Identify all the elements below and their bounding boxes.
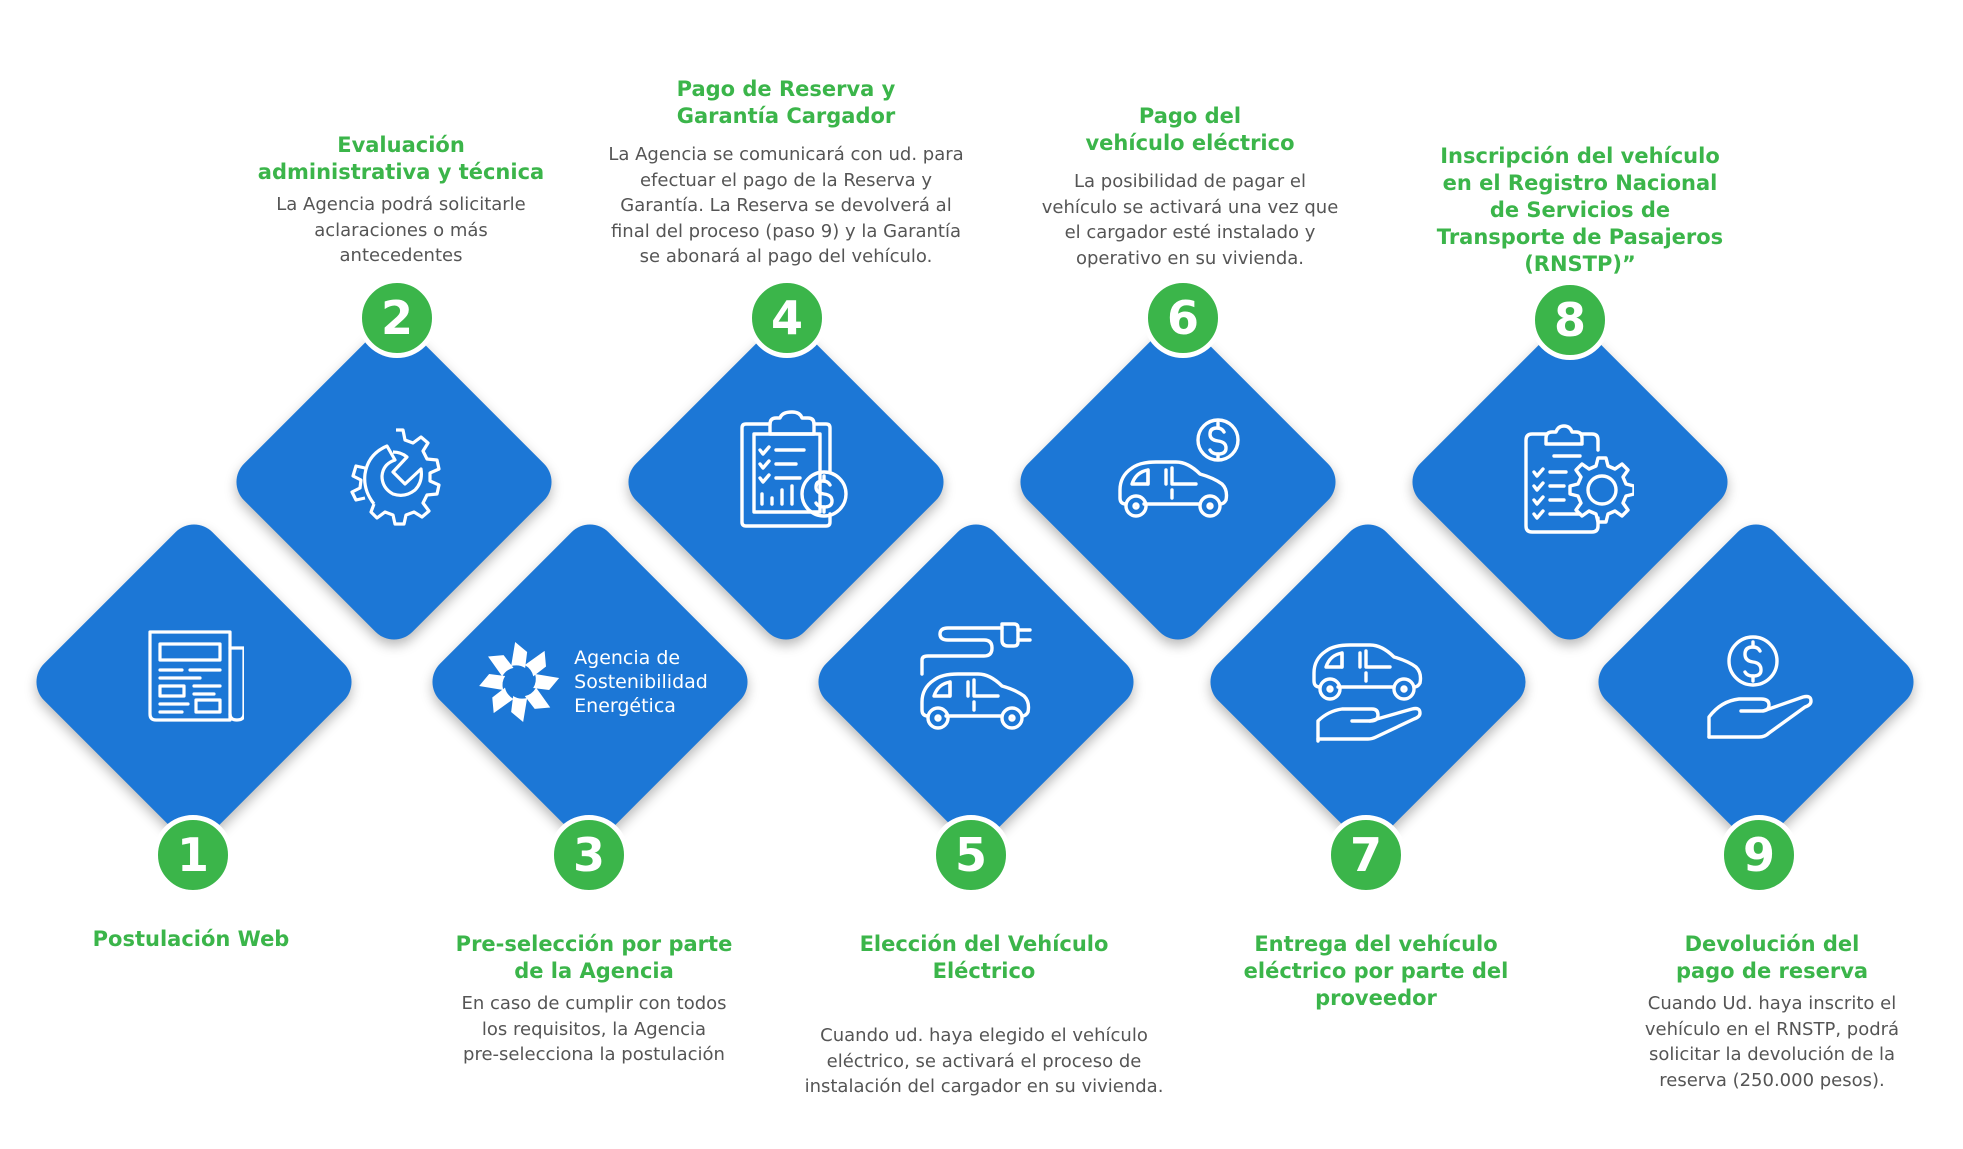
title-line: Pago del (1138, 104, 1242, 128)
agency-name-line: Energética (574, 695, 676, 717)
step-9-title: Devolución del pago de reserva (1612, 931, 1932, 985)
title-line: Transporte de Pasajeros (1436, 225, 1724, 249)
description-line: operativo en su vivienda. (1075, 247, 1305, 269)
title-line: proveedor (1315, 986, 1437, 1010)
step-4-title: Pago de Reserva y Garantía Cargador (586, 76, 986, 130)
title-line: de Servicios de (1489, 198, 1671, 222)
gear-wrench-icon (343, 424, 449, 530)
clipboard-dollar-icon (730, 410, 850, 530)
agency-logo: Agencia de Sostenibilidad Energética (476, 639, 708, 725)
description-line: aclaraciones o más (314, 219, 488, 241)
title-line: en el Registro Nacional (1442, 171, 1718, 195)
step-2-text: Evaluación administrativa y técnica La A… (251, 132, 551, 269)
title-line: Elección del Vehículo (859, 932, 1109, 956)
step-7-number-badge: 7 (1326, 815, 1406, 895)
clipboard-gear-icon (1518, 422, 1634, 538)
title-line: Inscripción del vehículo (1440, 144, 1720, 168)
step-6-description: La posibilidad de pagar el vehículo se a… (1010, 169, 1370, 271)
description-line: reserva (250.000 pesos). (1659, 1069, 1885, 1091)
title-line: pago de reserva (1675, 959, 1869, 983)
step-8-title: Inscripción del vehículo en el Registro … (1400, 143, 1760, 278)
step-6-number-badge: 6 (1143, 278, 1223, 358)
description-line: antecedentes (339, 245, 463, 266)
title-line: Pre-selección por parte (455, 932, 733, 956)
description-line: efectuar el pago de la Reserva y (639, 169, 933, 191)
title-line: Pago de Reserva y (676, 77, 896, 101)
title-line: Evaluación (337, 133, 465, 157)
newspaper-icon (144, 628, 244, 728)
description-line: solicitar la devolución de la (1648, 1044, 1896, 1065)
description-line: En caso de cumplir con todos (461, 993, 727, 1014)
step-9-description: Cuando Ud. haya inscrito el vehículo en … (1612, 991, 1932, 1093)
step-7-text: Entrega del vehículo eléctrico por parte… (1206, 931, 1546, 1012)
step-1-number-badge: 1 (153, 815, 233, 895)
step-5-text: Elección del Vehículo Eléctrico Cuando u… (774, 931, 1194, 1100)
title-line: Eléctrico (932, 959, 1036, 983)
step-5-description: Cuando ud. haya elegido el vehículo eléc… (774, 1023, 1194, 1100)
description-line: los requisitos, la Agencia (481, 1018, 707, 1040)
hand-dollar-icon (1707, 635, 1817, 739)
description-line: La posibilidad de pagar el (1074, 171, 1306, 192)
electric-car-plug-icon (918, 622, 1042, 734)
step-3-text: Pre-selección por parte de la Agencia En… (424, 931, 764, 1068)
title-line: Garantía Cargador (676, 104, 896, 128)
description-line: pre-selecciona la postulación (463, 1044, 725, 1065)
step-2-title: Evaluación administrativa y técnica (251, 132, 551, 186)
step-4-number-badge: 4 (747, 278, 827, 358)
agency-swirl-icon (479, 642, 560, 722)
step-7-title: Entrega del vehículo eléctrico por parte… (1206, 931, 1546, 1012)
step-2-description: La Agencia podrá solicitarle aclaracione… (251, 192, 551, 269)
step-1-title: Postulación Web (92, 927, 290, 951)
step-6-title: Pago del vehículo eléctrico (1010, 103, 1370, 157)
description-line: instalación del cargador en su vivienda. (804, 1076, 1164, 1097)
description-line: vehículo se activará una vez que (1041, 196, 1339, 218)
description-line: vehículo en el RNSTP, podrá (1644, 1018, 1900, 1040)
title-line: (RNSTP)” (1524, 252, 1636, 276)
step-3-title: Pre-selección por parte de la Agencia (424, 931, 764, 985)
description-line: La Agencia podrá solicitarle (276, 194, 526, 215)
step-9-text: Devolución del pago de reserva Cuando Ud… (1612, 931, 1932, 1093)
agency-name-line: Agencia de (574, 647, 681, 669)
title-line: Devolución del (1684, 932, 1860, 956)
car-hand-icon (1312, 631, 1432, 745)
step-3-number-badge: 3 (549, 815, 629, 895)
title-line: de la Agencia (514, 959, 674, 983)
step-4-text: Pago de Reserva y Garantía Cargador La A… (586, 76, 986, 270)
title-line: administrativa y técnica (257, 160, 545, 184)
description-line: final del proceso (paso 9) y la Garantía (610, 220, 962, 242)
step-9-number-badge: 9 (1719, 815, 1799, 895)
description-line: Cuando Ud. haya inscrito el (1647, 993, 1897, 1014)
step-4-description: La Agencia se comunicará con ud. para ef… (586, 142, 986, 270)
step-5-number-badge: 5 (931, 815, 1011, 895)
car-dollar-icon (1118, 418, 1242, 518)
step-3-description: En caso de cumplir con todos los requisi… (424, 991, 764, 1068)
description-line: eléctrico, se activará el proceso de (826, 1050, 1142, 1072)
step-5-title: Elección del Vehículo Eléctrico (774, 931, 1194, 985)
description-line: el cargador esté instalado y (1064, 222, 1316, 243)
title-line: vehículo eléctrico (1085, 131, 1295, 155)
step-8-text: Inscripción del vehículo en el Registro … (1400, 143, 1760, 278)
step-1-text: Postulación Web (41, 926, 341, 953)
title-line: eléctrico por parte del (1243, 959, 1509, 983)
description-line: Cuando ud. haya elegido el vehículo (820, 1025, 1148, 1046)
agency-name: Agencia de Sostenibilidad Energética (574, 646, 708, 718)
description-line: Garantía. La Reserva se devolverá al (620, 195, 952, 216)
description-line: La Agencia se comunicará con ud. para (608, 144, 964, 165)
title-line: Entrega del vehículo (1254, 932, 1498, 956)
step-8-number-badge: 8 (1530, 280, 1610, 360)
description-line: se abonará al pago del vehículo. (639, 246, 933, 267)
step-2-number-badge: 2 (357, 278, 437, 358)
agency-name-line: Sostenibilidad (574, 671, 708, 693)
step-6-text: Pago del vehículo eléctrico La posibilid… (1010, 103, 1370, 271)
